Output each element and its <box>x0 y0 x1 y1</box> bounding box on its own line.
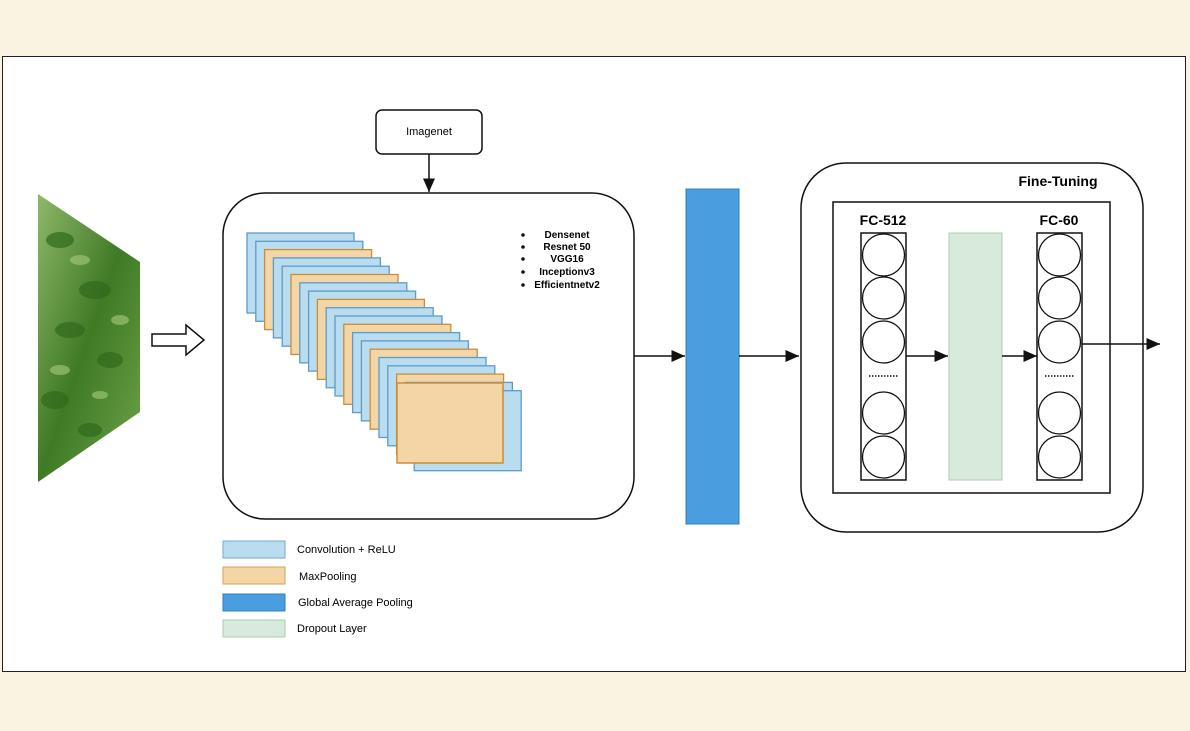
fc-block-frame <box>832 201 1111 494</box>
neuron <box>861 233 906 277</box>
neuron <box>1037 320 1082 364</box>
legend-swatch-gap <box>222 593 286 612</box>
model-item: Inceptionv3 <box>539 267 595 278</box>
fc-512-label: FC-512 <box>860 212 907 228</box>
global-average-pooling-bar <box>685 188 740 525</box>
legend-swatch-dropout <box>222 619 286 638</box>
model-item: Densenet <box>544 230 590 241</box>
model-item: Efficientnetv2 <box>534 280 600 291</box>
fc-60-layer <box>1036 232 1083 481</box>
legend-swatch-pool <box>222 566 286 585</box>
conv-layer-stack <box>246 232 522 472</box>
legend: Convolution + ReLU MaxPooling Global Ave… <box>222 540 413 638</box>
neuron <box>861 320 906 364</box>
model-item: VGG16 <box>550 254 584 265</box>
neuron <box>1037 391 1082 435</box>
neuron <box>861 276 906 320</box>
imagenet-label: Imagenet <box>406 126 452 138</box>
legend-label: Convolution + ReLU <box>297 544 396 556</box>
neuron <box>861 435 906 479</box>
model-item: Resnet 50 <box>543 242 591 253</box>
maxpool-layer <box>396 382 504 464</box>
model-list: Densenet Resnet 50 VGG16 Inceptionv3 Eff… <box>521 230 600 291</box>
fc-512-layer <box>860 232 907 481</box>
legend-swatch-conv <box>222 540 286 559</box>
input-leaf-image <box>38 194 140 482</box>
legend-label: Dropout Layer <box>297 623 367 635</box>
fine-tuning-label: Fine-Tuning <box>1018 173 1097 189</box>
fc-60-label: FC-60 <box>1040 212 1079 228</box>
neuron <box>861 391 906 435</box>
neuron <box>1037 276 1082 320</box>
dropout-layer-bar <box>948 232 1003 481</box>
neuron <box>1037 435 1082 479</box>
legend-label: Global Average Pooling <box>298 597 413 609</box>
legend-label: MaxPooling <box>299 571 356 583</box>
input-arrow <box>151 323 206 357</box>
neuron <box>1037 233 1082 277</box>
